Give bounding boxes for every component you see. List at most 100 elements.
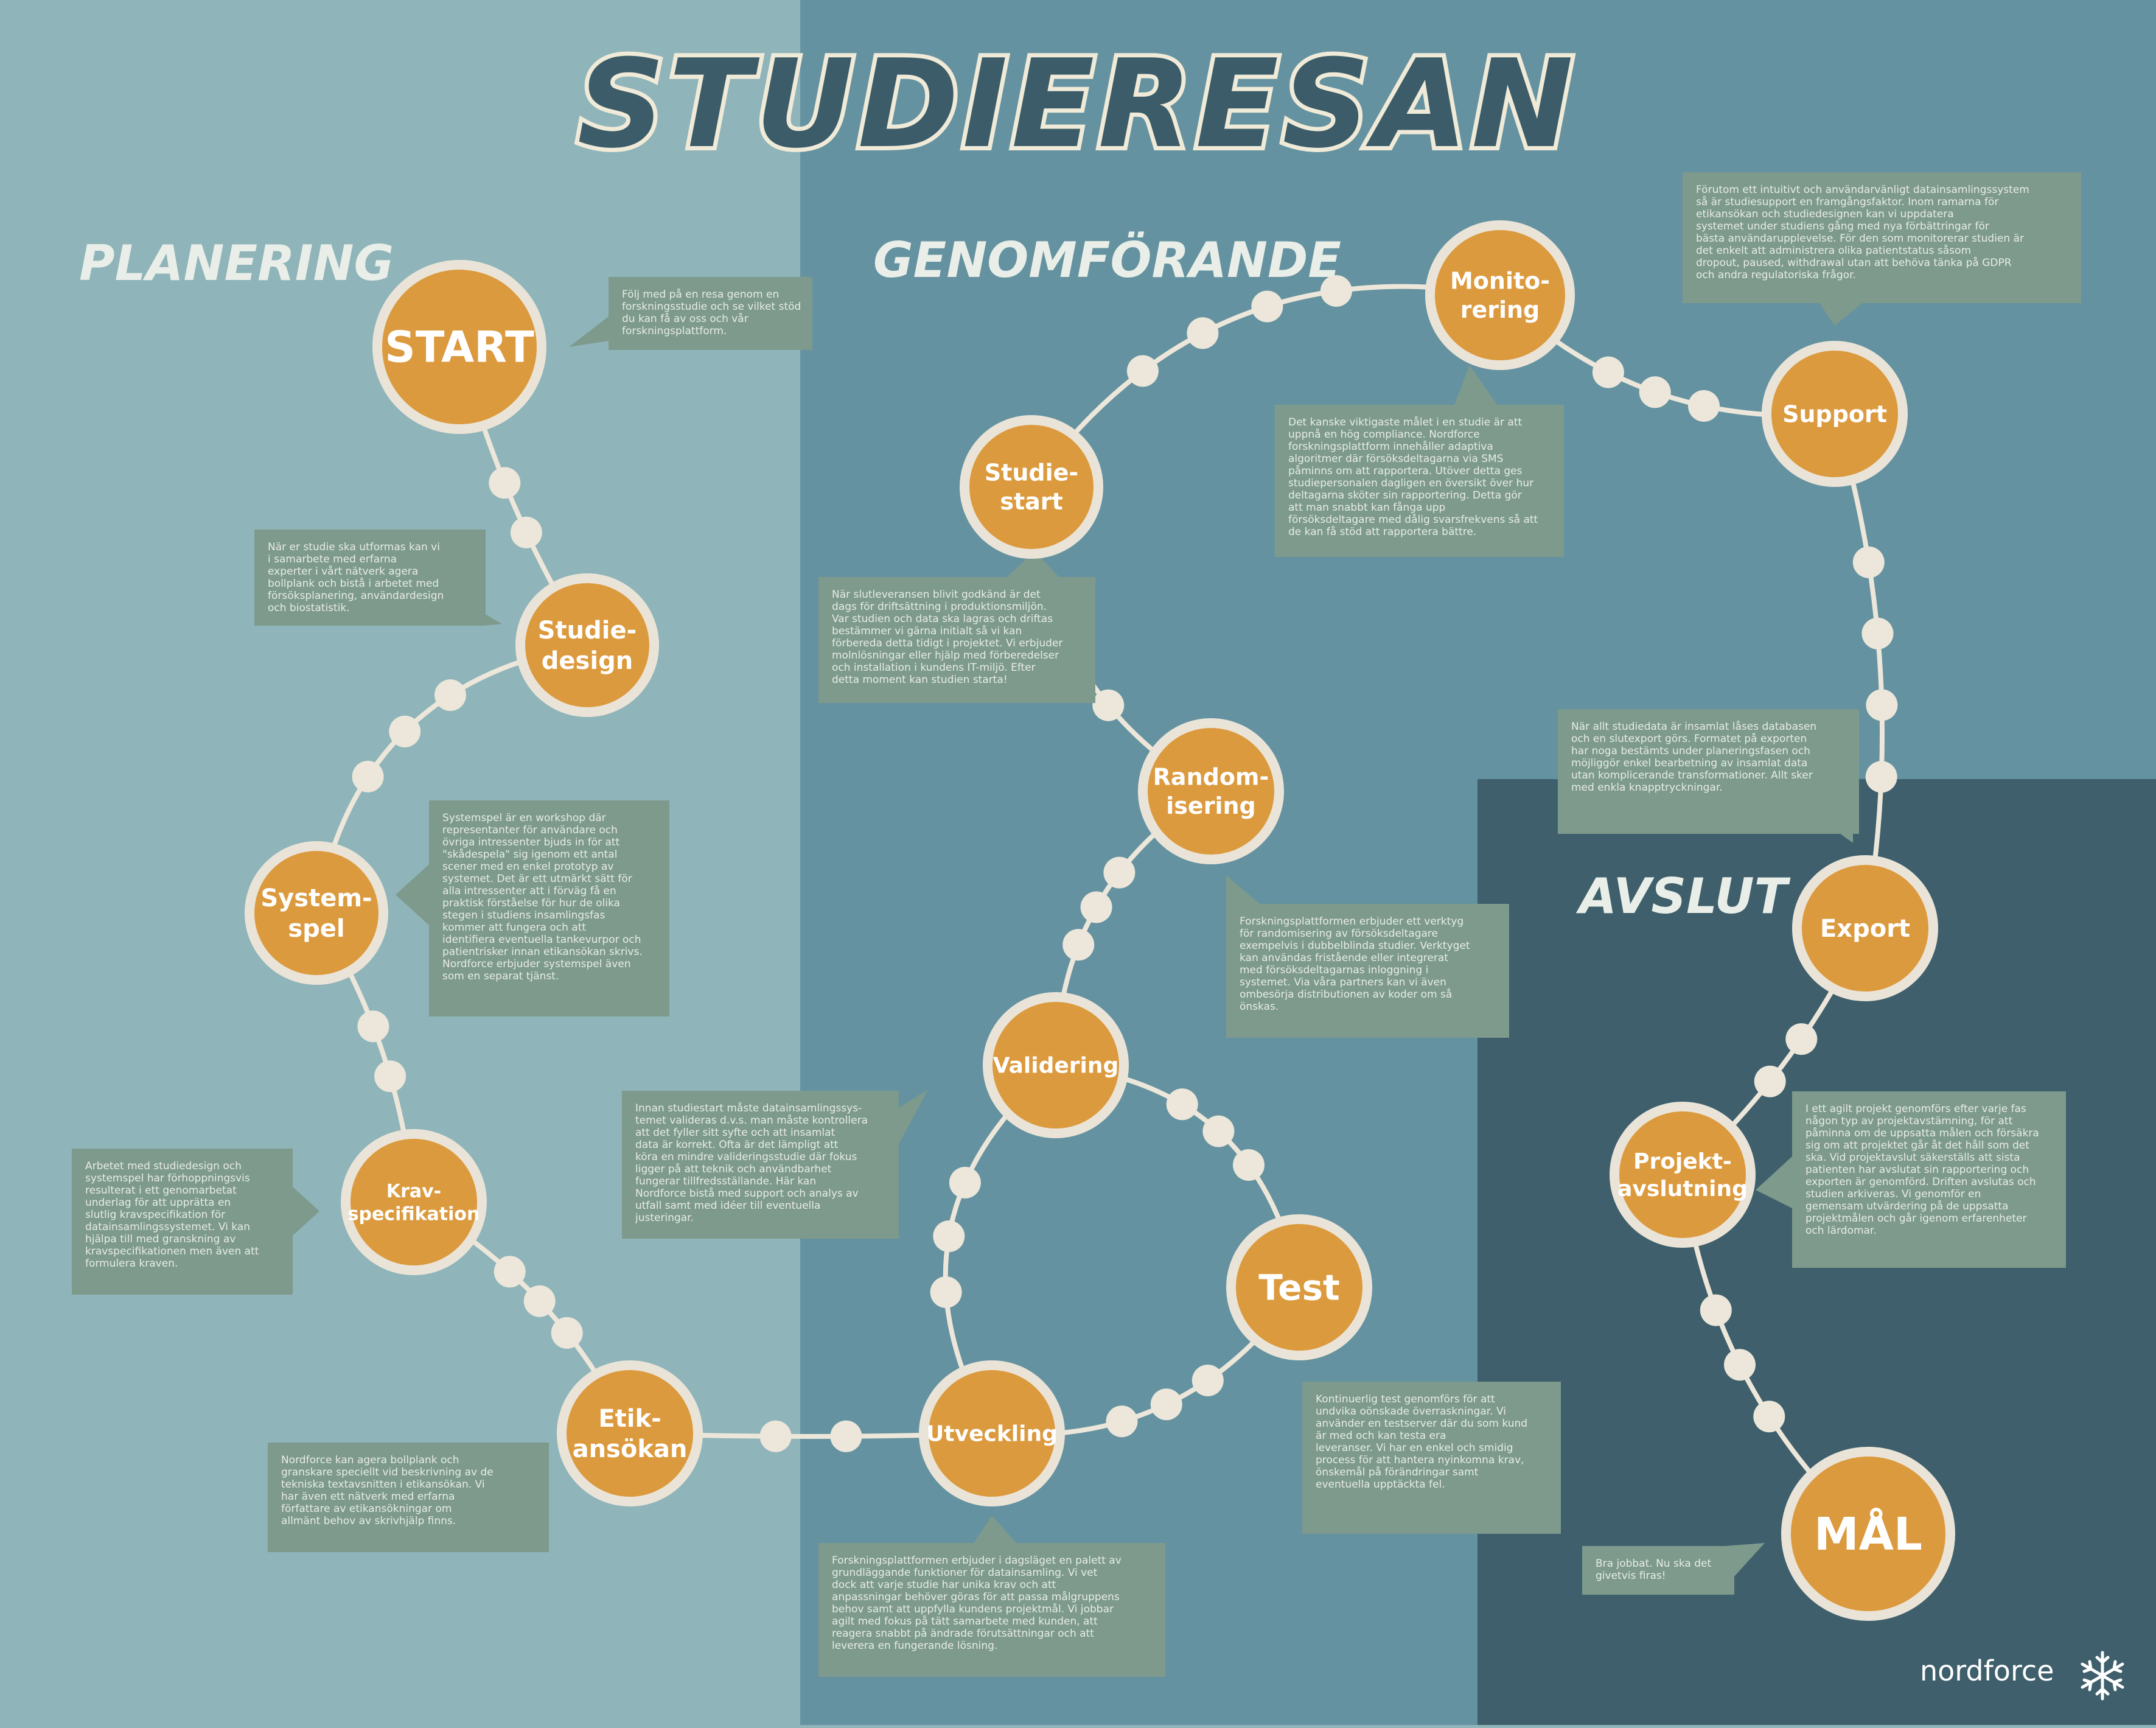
callout-text-line: och en slutexport görs. Formatet på expo… <box>1571 732 1807 745</box>
nordforce-logo-text: nordforce <box>1920 1654 2054 1687</box>
node-mal[interactable]: MÅL <box>1781 1447 1955 1621</box>
node-circle <box>1781 1447 1955 1621</box>
path-dot <box>1700 1294 1732 1326</box>
callout-tail <box>293 1187 319 1236</box>
path-dot <box>1754 1065 1786 1097</box>
callout-studiestart: När slutleveransen blivit godkänd är det… <box>818 551 1095 703</box>
callout-tail <box>396 864 429 925</box>
callout-text-line: utfall samt med idéer till eventuella <box>635 1200 820 1212</box>
node-label: avslutning <box>1617 1177 1748 1202</box>
callout-tail <box>1756 1156 1792 1208</box>
callout-text-line: med enkla knapptryckningar. <box>1571 782 1723 794</box>
callout-text-line: Nordforce bistå med support och analys a… <box>635 1187 859 1200</box>
callout-box <box>1226 904 1509 1038</box>
callout-text-line: har noga bestämts under planeringsfasen … <box>1571 745 1810 757</box>
callout-text-line: Nordforce kan agera bollplank och <box>281 1454 459 1466</box>
callout-text-line: är med och kan testa era <box>1316 1430 1446 1442</box>
callout-text-line: författare av etikansökningar om <box>281 1503 452 1515</box>
path-dot <box>1106 1405 1138 1438</box>
callout-text-line: grundläggande funktioner för datainsamli… <box>832 1567 1098 1579</box>
callout-text-line: studiepersonalen dagligen en översikt öv… <box>1288 477 1533 489</box>
path-dot <box>759 1420 792 1452</box>
node-label: specifikation <box>348 1203 480 1225</box>
callout-text-line: använder en testserver där du som kund <box>1316 1418 1527 1430</box>
callout-box <box>1792 1091 2066 1268</box>
callout-text-line: och biostatistik. <box>268 602 350 614</box>
callout-text-line: hjälpa till med granskning av <box>85 1233 235 1245</box>
path-dot <box>1861 617 1894 649</box>
node-systemspel[interactable]: System-spel <box>245 841 388 985</box>
callout-box <box>1582 1546 1734 1595</box>
node-etikansokan[interactable]: Etik-ansökan <box>557 1360 703 1506</box>
callout-text-line: leverera en fungerande lösning. <box>832 1640 997 1652</box>
path-dot <box>1866 689 1898 721</box>
node-circle <box>1762 341 1908 487</box>
callout-box <box>818 577 1095 703</box>
path-dot <box>352 760 384 792</box>
node-label: MÅL <box>1814 1507 1922 1561</box>
callout-text-line: givetvis firas! <box>1596 1570 1666 1582</box>
path-dot <box>1592 356 1624 388</box>
callout-text-line: patienten har avslutat sin rapportering … <box>1805 1164 2029 1176</box>
node-randomisering[interactable]: Random-isering <box>1138 718 1284 864</box>
node-label: Support <box>1782 401 1887 427</box>
node-label: Utveckling <box>926 1422 1058 1447</box>
node-label: spel <box>288 915 344 943</box>
callout-text-line: experter i vårt nätverk agera <box>268 565 418 578</box>
node-label: rering <box>1460 296 1540 323</box>
node-label: Validering <box>993 1054 1119 1079</box>
path-dot <box>357 1010 389 1043</box>
node-circle <box>983 992 1129 1138</box>
callout-systemspel: Systemspel är en workshop därrepresentan… <box>396 800 669 1016</box>
node-kravspec[interactable]: Krav-specifikation <box>341 1129 487 1275</box>
callout-box <box>1302 1382 1561 1534</box>
callout-text-line: systemet under studiens gång med nya för… <box>1696 220 1989 233</box>
callout-text-line: kravspecifikationen men även att <box>85 1245 259 1258</box>
callout-tail <box>569 317 609 347</box>
path-dot <box>930 1276 962 1308</box>
callout-text-line: forskningsplattform innehåller adaptiva <box>1288 440 1493 453</box>
callout-box <box>429 800 669 1016</box>
callout-box <box>1275 405 1564 557</box>
node-utveckling[interactable]: Utveckling <box>919 1360 1065 1506</box>
callout-text-line: har även ett nätverk med erfarna <box>281 1491 455 1503</box>
node-circle <box>557 1360 703 1506</box>
node-monitorering[interactable]: Monito-rering <box>1425 220 1575 370</box>
node-support[interactable]: Support <box>1762 341 1908 487</box>
callout-text-line: I ett agilt projekt genomförs efter varj… <box>1805 1103 2026 1115</box>
callout-text-line: forskningsplattform. <box>622 325 727 337</box>
path-dot <box>1202 1115 1235 1147</box>
node-circle <box>341 1129 487 1275</box>
node-validering[interactable]: Validering <box>983 992 1129 1138</box>
path-dot <box>1753 1401 1785 1433</box>
callout-box <box>268 1443 549 1552</box>
callout-text-line: studien arkiveras. Vi genomför en <box>1805 1188 1981 1200</box>
node-circle <box>1792 855 1938 1001</box>
callout-text-line: dags för driftsättning i produktionsmilj… <box>832 601 1047 613</box>
node-start[interactable]: START <box>372 260 546 434</box>
node-label: System- <box>260 884 372 912</box>
callout-text-line: förbereda detta tidigt i projektet. Vi e… <box>832 637 1062 649</box>
callout-text-line: patientrisker innan etikansökan skrivs. <box>442 946 643 958</box>
callout-text-line: ligger på att teknik och användbarhet <box>635 1163 832 1175</box>
callout-text-line: datainsamlingssystemet. Vi kan <box>85 1221 250 1233</box>
node-studiestart[interactable]: Studie-start <box>960 415 1103 559</box>
callout-text-line: och andra regulatoriska frågor. <box>1696 268 1856 281</box>
node-label: Test <box>1258 1267 1339 1308</box>
callout-text-line: Nordforce erbjuder systemspel även <box>442 958 631 970</box>
node-circle <box>1138 718 1284 864</box>
node-projektavslutning[interactable]: Projekt-avslutning <box>1610 1102 1756 1248</box>
node-studiedesign[interactable]: Studie-design <box>515 573 659 717</box>
callout-text-line: Forskningsplattformen erbjuder ett verkt… <box>1240 915 1463 928</box>
callout-text-line: du kan få av oss och vår <box>622 312 748 325</box>
node-test[interactable]: Test <box>1226 1214 1372 1360</box>
node-export[interactable]: Export <box>1792 855 1938 1001</box>
callout-text-line: justeringar. <box>635 1212 694 1224</box>
section-genomforande: GENOMFÖRANDE <box>873 231 1341 289</box>
path-dot <box>1150 1388 1182 1421</box>
callout-text-line: granskare speciellt vid beskrivning av d… <box>281 1466 494 1478</box>
callout-text-line: "skådespela" sig igenom ett antal <box>442 848 617 861</box>
